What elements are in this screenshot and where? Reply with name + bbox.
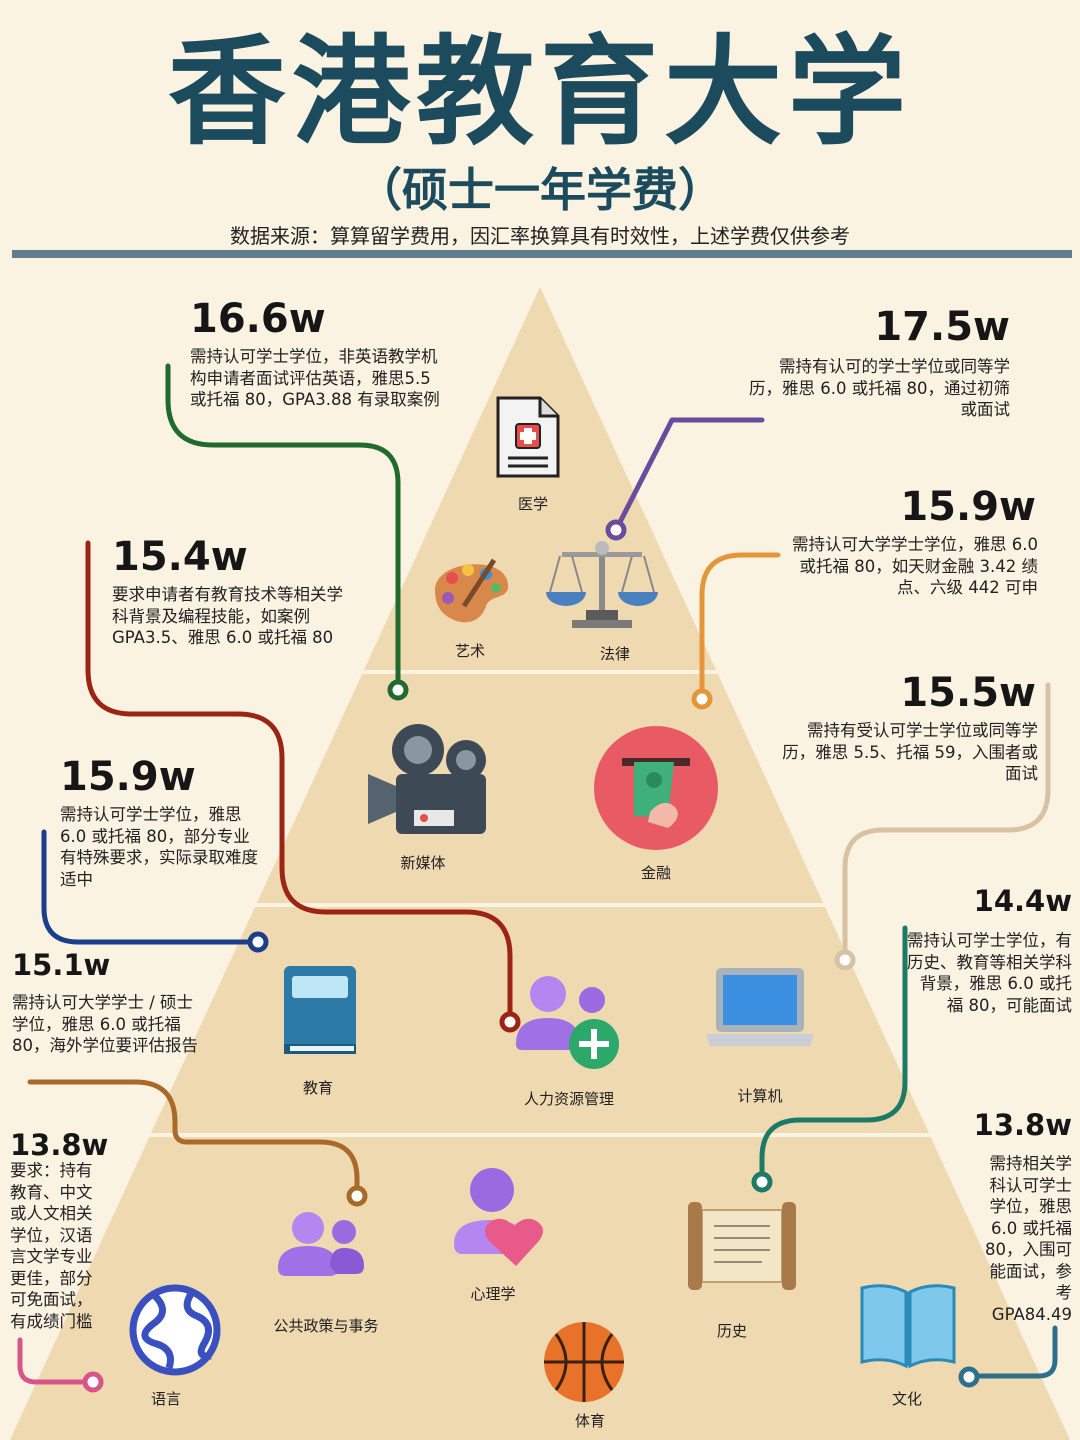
subject-label-language: 语言 [150, 1390, 181, 1408]
basketball-icon [544, 1322, 624, 1402]
connector-dot [499, 1011, 521, 1033]
subject-label-hr-management: 人力资源管理 [523, 1090, 614, 1108]
paint-palette-icon [435, 558, 509, 623]
people-group-icon [278, 1212, 364, 1276]
page-subtitle: （硕士一年学费） [356, 163, 724, 217]
tuition-amount: 13.8w [10, 1128, 109, 1162]
requirement-text: 要求申请者有教育技术等相关学科背景及编程技能，如案例 GPA3.5、雅思 6.0… [112, 585, 343, 647]
connector-dot [751, 1171, 773, 1193]
tuition-amount: 17.5w [874, 304, 1010, 350]
tuition-amount: 13.8w [973, 1108, 1072, 1142]
subject-label-psychology: 心理学 [470, 1285, 516, 1303]
connector-line-medicine-16-6 [165, 363, 401, 693]
requirement-text: 需持有认可的学士学位或同等学历，雅思 6.0 或托福 80，通过初筛或面试 [749, 357, 1010, 419]
scroll-icon [688, 1202, 796, 1290]
tuition-amount: 15.9w [60, 754, 196, 800]
requirement-text: 需持认可学士学位，非英语教学机构申请者面试评估英语，雅思5.5 或托福 80，G… [190, 347, 440, 409]
tuition-amount: 14.4w [973, 884, 1072, 918]
subject-label-new-media: 新媒体 [400, 854, 446, 872]
connector-line-computer-15-5 [842, 682, 1051, 961]
heart-person-icon [454, 1168, 543, 1266]
subject-label-computer: 计算机 [737, 1087, 783, 1105]
requirement-text: 需持相关学科认可学士学位，雅思 6.0 或托福 80，入围可能面试，参考 GPA… [985, 1154, 1072, 1324]
connector-line-newmedia-15-9 [41, 829, 261, 945]
connector-dot [691, 688, 713, 710]
connector-line-hr-15-4 [85, 540, 513, 1023]
header-divider [12, 250, 1072, 258]
connector-dot [834, 949, 856, 971]
connector-dot [387, 679, 409, 701]
subject-label-history: 历史 [716, 1322, 747, 1340]
tuition-amount: 15.1w [12, 948, 111, 982]
connector-dot [958, 1366, 980, 1388]
tuition-amount: 15.5w [900, 670, 1036, 716]
tuition-amount: 15.9w [900, 484, 1036, 530]
tuition-amount: 15.4w [112, 534, 248, 580]
requirement-text: 需持认可学士学位，雅思 6.0 或托福 80，部分专业有特殊要求，实际录取难度适… [60, 805, 258, 889]
pyramid [10, 287, 1070, 1440]
subject-label-finance: 金融 [640, 864, 671, 882]
subject-label-medicine: 医学 [517, 495, 548, 513]
medical-document-icon [496, 396, 560, 478]
connector-line-culture-13-8 [967, 1325, 1058, 1379]
subject-label-art: 艺术 [454, 642, 485, 660]
subject-label-culture: 文化 [891, 1390, 922, 1408]
data-source-note: 数据来源：算算留学费用，因汇率换算具有时效性，上述学费仅供参考 [230, 224, 850, 248]
subject-label-education: 教育 [302, 1079, 333, 1097]
requirement-text: 需持有受认可学士学位或同等学历，雅思 5.5、托福 59，入围者或面试 [782, 721, 1038, 783]
add-user-group-icon [516, 976, 619, 1069]
subject-label-public-policy: 公共政策与事务 [273, 1317, 379, 1335]
connector-line-law-17-5 [613, 417, 765, 533]
connector-dot [247, 931, 269, 953]
atm-cash-icon [594, 726, 718, 850]
open-book-icon [860, 1284, 956, 1369]
subject-label-law: 法律 [599, 645, 630, 663]
movie-camera-icon [368, 724, 486, 834]
tuition-amount: 16.6w [190, 296, 326, 342]
scales-of-justice-icon [546, 541, 658, 628]
subject-label-sports: 体育 [574, 1412, 605, 1430]
connector-line-finance-15-9 [699, 552, 781, 701]
requirement-text: 需持认可大学学士学位，雅思 6.0 或托福 80，如天财金融 3.42 绩点、六… [792, 535, 1038, 597]
connector-line-language-13-8 [17, 1337, 95, 1385]
connector-line-history-14-4 [759, 925, 908, 1183]
connector-dot [82, 1371, 104, 1393]
connector-dot [605, 519, 627, 541]
laptop-icon [706, 968, 814, 1046]
page-title: 香港教育大学 [167, 23, 912, 161]
connector-line-policy-15-1 [27, 1079, 360, 1198]
globe-icon [129, 1284, 221, 1376]
book-icon [284, 966, 356, 1054]
requirement-text: 需持认可大学学士 / 硕士学位，雅思 6.0 或托福 80，海外学位要评估报告 [12, 993, 198, 1055]
connector-dot [346, 1185, 368, 1207]
requirement-text: 要求：持有教育、中文或人文相关学位，汉语言文学专业更佳，部分可免面试，有成绩门槛 [10, 1161, 93, 1331]
requirement-text: 需持认可学士学位，有历史、教育等相关学科背景，雅思 6.0 或托福 80，可能面… [907, 931, 1072, 1015]
